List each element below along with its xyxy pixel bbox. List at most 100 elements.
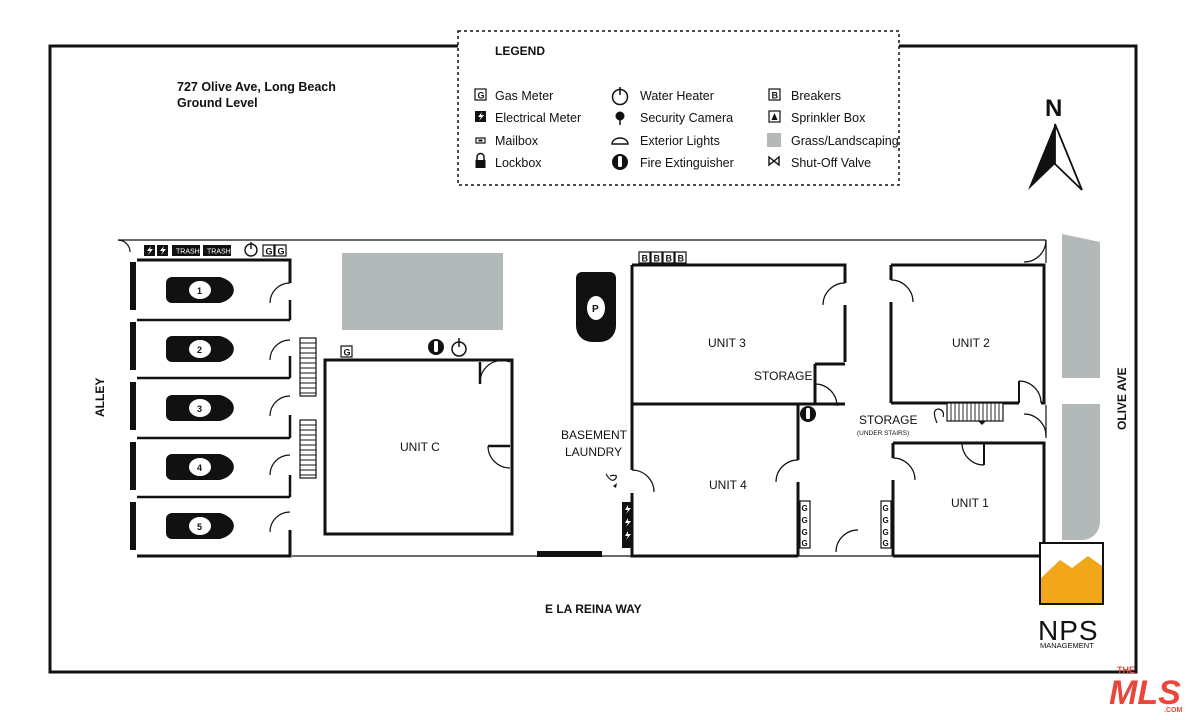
legend-label-sprinkler-box: Sprinkler Box (791, 111, 866, 125)
electrical-meter-icon (144, 245, 155, 256)
stall-number-2: 2 (197, 345, 202, 355)
electrical-meter-icon (622, 502, 632, 548)
unit-3-label: UNIT 3 (708, 336, 746, 350)
svg-text:G: G (883, 504, 889, 513)
street-label-reina: E LA REINA WAY (545, 602, 642, 616)
stair-arrow-icon (605, 473, 617, 481)
svg-text:B: B (666, 254, 673, 264)
gas-meter-icon: G G G G (880, 500, 892, 549)
parked-car (166, 336, 234, 362)
wall-segment (537, 551, 602, 557)
exterior-lights-icon (611, 137, 629, 145)
door-swing (835, 529, 859, 553)
grass-strip (1062, 234, 1100, 378)
stall-number-4: 4 (197, 463, 202, 473)
gas-meter-icon: G (474, 88, 487, 101)
parked-car (166, 454, 234, 480)
svg-text:B: B (642, 254, 649, 264)
gas-meter-icon: G (262, 244, 275, 257)
parked-car (166, 395, 234, 421)
stall-number-3: 3 (197, 404, 202, 414)
svg-text:.COM: .COM (1164, 707, 1182, 714)
svg-text:G: G (802, 539, 808, 548)
fire-extinguisher-icon (428, 339, 444, 355)
lockbox-icon (475, 152, 486, 168)
parking-stalls (137, 258, 292, 558)
breakers-icon: B (638, 251, 651, 264)
legend-label-mailbox: Mailbox (495, 134, 539, 148)
mailbox-icon (475, 137, 486, 144)
grass-landscaping-icon (767, 133, 781, 147)
gas-meter-icon: G (340, 345, 353, 358)
mls-logo: THE MLS .COM (1109, 665, 1182, 714)
extra-parking-label: P (592, 304, 599, 315)
legend-label-shut-off-valve: Shut-Off Valve (791, 156, 871, 170)
svg-text:N: N (1045, 95, 1062, 122)
arrow-head-icon (613, 483, 617, 488)
svg-text:G: G (802, 528, 808, 537)
svg-text:B: B (772, 91, 779, 101)
exterior-stairs (299, 337, 317, 479)
electrical-meter-icon (475, 111, 486, 122)
gas-meter-icon: G (274, 244, 287, 257)
breakers-icon: B (650, 251, 663, 264)
stall-number-1: 1 (197, 286, 202, 296)
storage-under-stairs-sub: (UNDER STAIRS) (857, 430, 909, 437)
legend-title: LEGEND (495, 44, 545, 58)
svg-text:G: G (344, 348, 351, 358)
gas-meter-icon: G G G G (799, 500, 811, 549)
company-sub: MANAGEMENT (1040, 641, 1094, 650)
svg-text:G: G (802, 516, 808, 525)
svg-text:THE: THE (1117, 665, 1135, 675)
unit-2-label: UNIT 2 (952, 336, 990, 350)
legend-label-fire-extinguisher: Fire Extinguisher (640, 156, 734, 170)
company-name: NPS (1038, 615, 1099, 646)
water-heater-icon (451, 338, 467, 357)
svg-text:G: G (883, 539, 889, 548)
grass-strip (1062, 404, 1100, 540)
breakers-icon: B (662, 251, 675, 264)
breakers-icon: B (768, 88, 781, 101)
laundry-label: BASEMENT (561, 428, 628, 442)
grass-area (342, 253, 503, 330)
security-camera-icon (615, 111, 625, 125)
shut-off-valve-icon (768, 155, 780, 167)
legend-label-security-camera: Security Camera (640, 111, 733, 125)
parked-car (166, 277, 234, 303)
breakers-icon: B (674, 251, 687, 264)
trash-label: TRASH (207, 249, 231, 256)
under-stairs (946, 402, 1004, 425)
trash-label: TRASH (176, 249, 200, 256)
svg-text:G: G (883, 516, 889, 525)
electrical-meter-icon (157, 245, 168, 256)
svg-text:G: G (478, 91, 485, 101)
parked-car (166, 513, 234, 539)
legend-box (457, 30, 900, 186)
svg-text:G: G (802, 504, 808, 513)
fire-extinguisher-icon (800, 406, 816, 422)
sprinkler-box-icon (768, 110, 781, 123)
north-arrow-icon: N (1028, 95, 1083, 191)
unit-1-room (891, 413, 1047, 558)
stall-number-5: 5 (197, 522, 202, 532)
legend-label-grass: Grass/Landscaping (791, 134, 899, 148)
parked-car-p (576, 272, 616, 342)
svg-text:G: G (278, 247, 285, 257)
legend-label-water-heater: Water Heater (640, 89, 714, 103)
water-heater-icon (244, 242, 258, 257)
storage-under-stairs-label: STORAGE (859, 413, 917, 427)
svg-text:MLS: MLS (1109, 674, 1181, 712)
legend-label-exterior-lights: Exterior Lights (640, 134, 720, 148)
legend-label-lockbox: Lockbox (495, 156, 542, 170)
nps-logo (1039, 542, 1104, 605)
street-label-alley: ALLEY (93, 378, 107, 417)
unit-1-label: UNIT 1 (951, 496, 989, 510)
trash-bin (203, 245, 231, 256)
trash-bin (172, 245, 200, 256)
water-heater-icon (611, 87, 629, 106)
svg-text:G: G (883, 528, 889, 537)
unit-3-room (630, 263, 847, 470)
unit-2-room (889, 263, 1046, 405)
unit-c-room (323, 358, 514, 536)
